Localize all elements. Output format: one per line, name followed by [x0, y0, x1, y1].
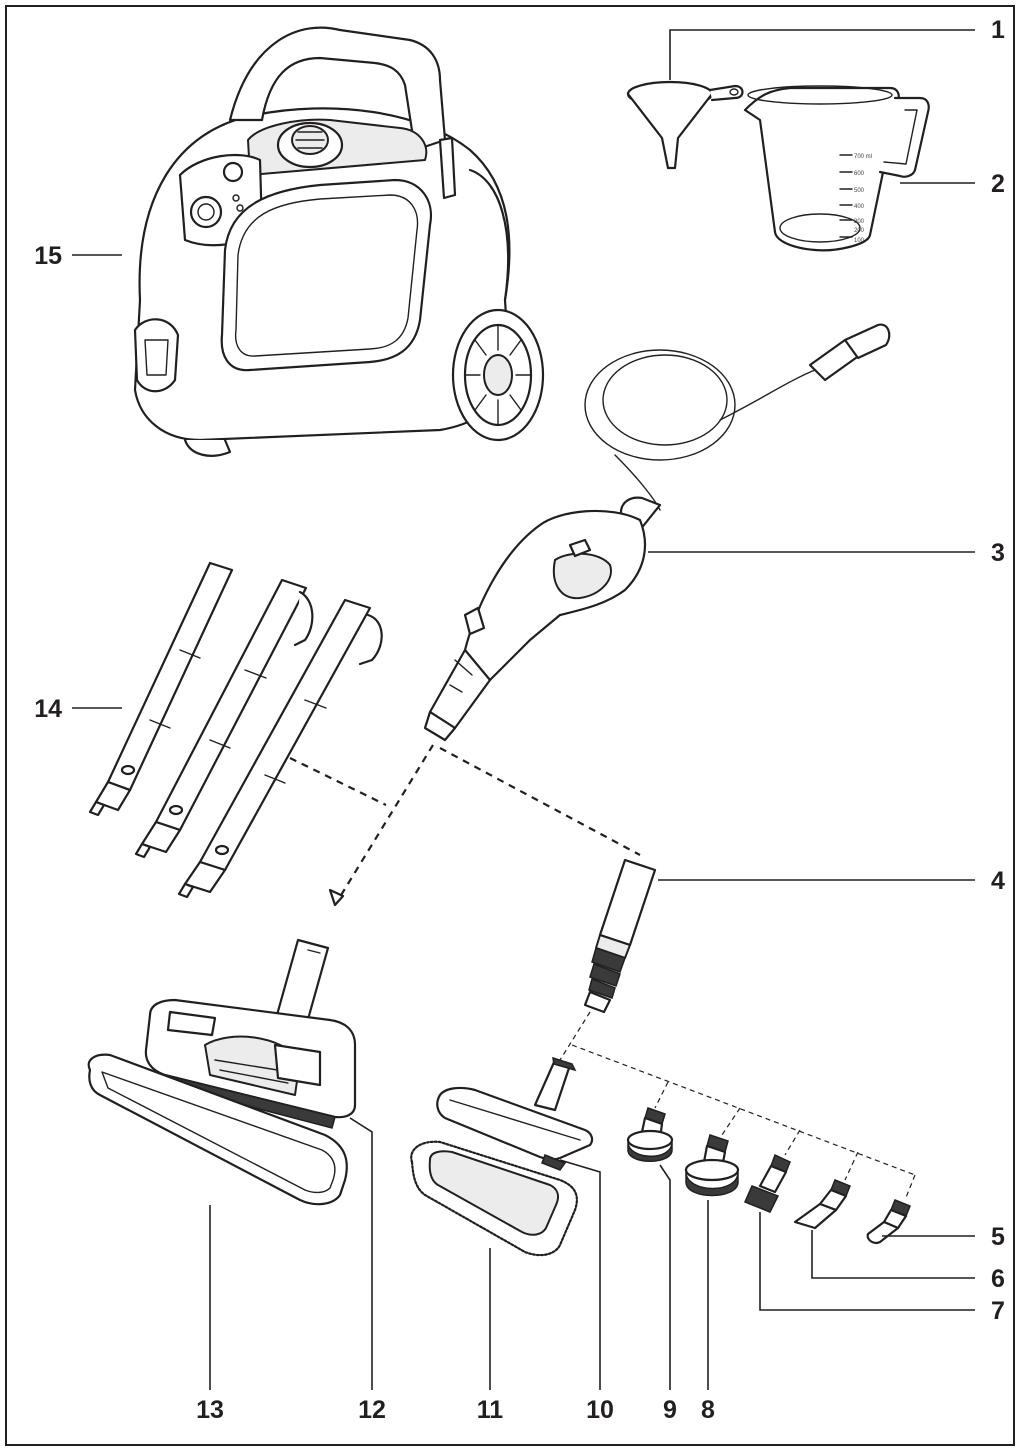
callout-13: 13 — [196, 1396, 224, 1424]
callout-4: 4 — [991, 867, 1005, 895]
accessory-line-main — [559, 1011, 591, 1061]
leader-10 — [559, 1159, 601, 1390]
assembly-line-tube — [289, 757, 387, 806]
steam-gun — [423, 496, 662, 742]
hand-tool — [436, 1056, 594, 1171]
accessory-line-branch — [571, 1044, 916, 1176]
callout-10: 10 — [586, 1396, 614, 1424]
callout-15: 15 — [34, 242, 62, 270]
jug-scale-100: 100 — [854, 238, 865, 244]
extension-tubes — [88, 561, 383, 899]
callout-11: 11 — [477, 1396, 504, 1424]
accessory-line-9 — [654, 1081, 669, 1109]
flat-nozzle — [793, 1179, 851, 1230]
callout-14: 14 — [34, 695, 62, 723]
jug-scale-400: 400 — [854, 204, 865, 210]
callout-6: 6 — [991, 1265, 1005, 1293]
leader-7 — [759, 1212, 975, 1311]
jug-scale-500: 500 — [854, 188, 865, 194]
floor-tool — [144, 938, 357, 1129]
callout-8: 8 — [701, 1396, 715, 1424]
small-round-brush — [626, 1107, 674, 1162]
callout-5: 5 — [991, 1223, 1005, 1251]
detail-brush — [744, 1153, 791, 1213]
floor-cloth — [87, 1053, 348, 1206]
callout-3: 3 — [991, 539, 1005, 567]
accessory-line-5 — [904, 1174, 916, 1201]
accessory-line-8 — [721, 1107, 741, 1136]
jug-scale-300: 300 — [854, 219, 865, 225]
callout-12: 12 — [358, 1396, 386, 1424]
jug-scale-700: 700 ml — [854, 154, 872, 160]
callout-9: 9 — [663, 1396, 677, 1424]
leader-6 — [811, 1230, 975, 1279]
angled-nozzle — [866, 1199, 911, 1244]
accessory-line-7 — [784, 1129, 801, 1156]
assembly-arrow-head — [328, 888, 345, 907]
assembly-line-floor — [334, 744, 434, 906]
callout-7: 7 — [991, 1297, 1005, 1325]
jug-scale-600: 600 — [854, 171, 865, 177]
leader-1 — [669, 29, 975, 80]
callout-1: 1 — [991, 16, 1005, 44]
large-round-brush — [684, 1134, 740, 1197]
measuring-jug: 700 ml 600 500 400 300 200 100 — [743, 85, 930, 252]
terry-cloth-cover — [410, 1140, 578, 1257]
funnel — [626, 80, 744, 170]
jug-scale-200: 200 — [854, 228, 865, 234]
detail-nozzle-adapter — [583, 858, 657, 1014]
leader-9 — [659, 1164, 671, 1390]
steam-cleaner-unit — [133, 26, 545, 457]
callout-2: 2 — [991, 170, 1005, 198]
leader-12 — [349, 1117, 373, 1390]
